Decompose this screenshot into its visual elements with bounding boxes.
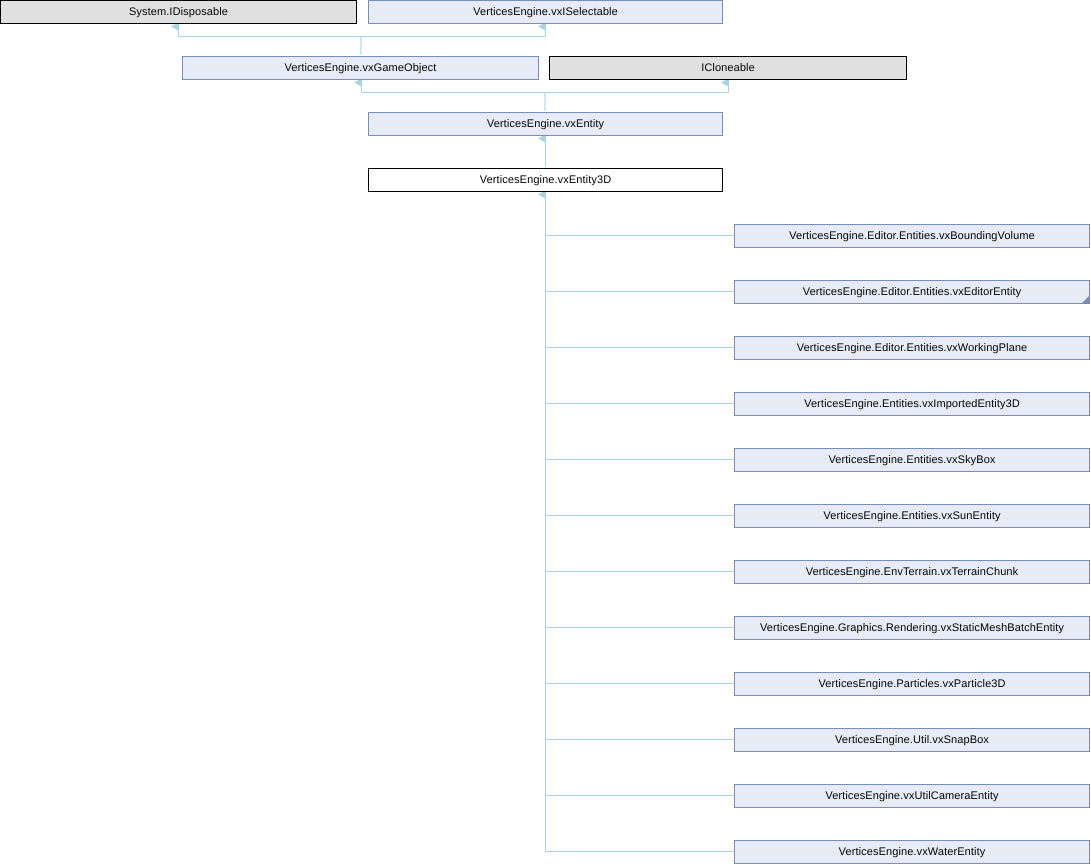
node-label: VerticesEngine.Util.vxSnapBox — [835, 734, 989, 746]
node-label: VerticesEngine.vxGameObject — [284, 62, 437, 74]
node-label: VerticesEngine.vxUtilCameraEntity — [825, 790, 999, 802]
node-label: VerticesEngine.Entities.vxSkyBox — [828, 454, 996, 466]
node-label: VerticesEngine.vxISelectable — [473, 6, 618, 18]
node-label: System.IDisposable — [128, 6, 228, 18]
node-label: ICloneable — [701, 62, 755, 74]
node-derived-vxsunentity[interactable]: VerticesEngine.Entities.vxSunEntity — [734, 504, 1090, 528]
node-derived-vxboundingvolume[interactable]: VerticesEngine.Editor.Entities.vxBoundin… — [734, 224, 1090, 248]
node-label: VerticesEngine.Editor.Entities.vxWorking… — [796, 342, 1028, 354]
node-label: VerticesEngine.vxEntity3D — [479, 174, 612, 186]
node-derived-vxutilcameraentity[interactable]: VerticesEngine.vxUtilCameraEntity — [734, 784, 1090, 808]
node-icloneable[interactable]: ICloneable — [549, 56, 907, 80]
node-label: VerticesEngine.Entities.vxImportedEntity… — [804, 398, 1020, 410]
node-vxentity3d: VerticesEngine.vxEntity3D — [368, 168, 723, 192]
node-derived-vximportedentity3d[interactable]: VerticesEngine.Entities.vxImportedEntity… — [734, 392, 1090, 416]
node-derived-vxparticle3d[interactable]: VerticesEngine.Particles.vxParticle3D — [734, 672, 1090, 696]
node-label: VerticesEngine.Editor.Entities.vxBoundin… — [789, 230, 1035, 242]
node-label: VerticesEngine.Entities.vxSunEntity — [823, 510, 1001, 522]
node-label: VerticesEngine.vxEntity — [486, 118, 605, 130]
node-vxentity[interactable]: VerticesEngine.vxEntity — [368, 112, 723, 136]
node-label: VerticesEngine.Particles.vxParticle3D — [818, 678, 1006, 690]
node-system-idisposable[interactable]: System.IDisposable — [0, 0, 357, 24]
node-vxgameobject[interactable]: VerticesEngine.vxGameObject — [182, 56, 539, 80]
node-vxiselectable[interactable]: VerticesEngine.vxISelectable — [368, 0, 723, 24]
node-derived-vxstaticmeshbatchentity[interactable]: VerticesEngine.Graphics.Rendering.vxStat… — [734, 616, 1090, 640]
node-derived-vxwaterentity[interactable]: VerticesEngine.vxWaterEntity — [734, 840, 1090, 864]
node-label: VerticesEngine.EnvTerrain.vxTerrainChunk — [805, 566, 1019, 578]
node-derived-vxeditorentity[interactable]: VerticesEngine.Editor.Entities.vxEditorE… — [734, 280, 1090, 304]
node-label: VerticesEngine.vxWaterEntity — [838, 846, 986, 858]
node-derived-vxskybox[interactable]: VerticesEngine.Entities.vxSkyBox — [734, 448, 1090, 472]
node-label: VerticesEngine.Editor.Entities.vxEditorE… — [802, 286, 1022, 298]
node-derived-vxterrainchunk[interactable]: VerticesEngine.EnvTerrain.vxTerrainChunk — [734, 560, 1090, 584]
node-derived-vxworkingplane[interactable]: VerticesEngine.Editor.Entities.vxWorking… — [734, 336, 1090, 360]
node-label: VerticesEngine.Graphics.Rendering.vxStat… — [759, 622, 1065, 634]
node-derived-vxsnapbox[interactable]: VerticesEngine.Util.vxSnapBox — [734, 728, 1090, 752]
